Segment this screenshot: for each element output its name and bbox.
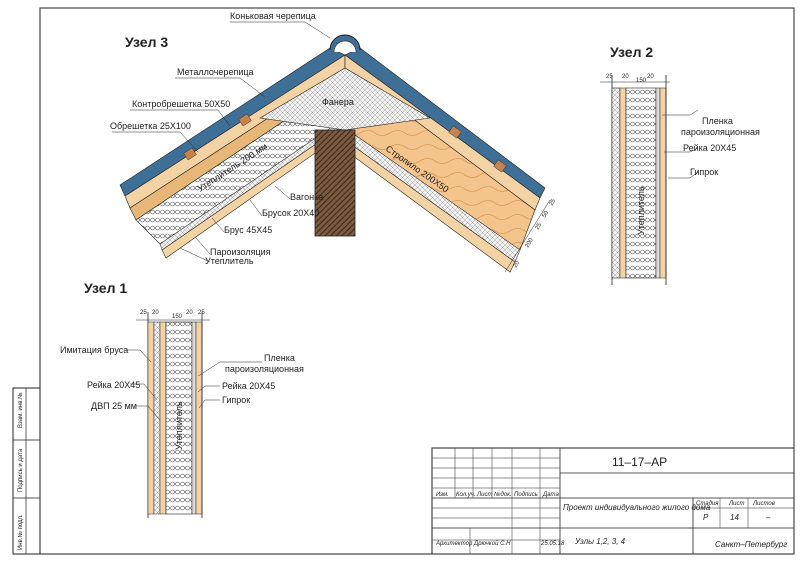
node2-label-rail: Рейка 20Х45 <box>683 143 736 153</box>
node3-dim-2: 50 <box>542 210 551 219</box>
node1-title: Узел 1 <box>84 280 127 296</box>
tb-city: Санкт–Петербург <box>715 540 787 549</box>
node2-label-insulation: Утеплитель <box>636 186 646 235</box>
tb-header-koluch: Кол.уч. <box>456 492 476 498</box>
tb-author: Дрючкой С.Н <box>473 540 511 547</box>
tb-date: 25.05.18 <box>540 541 565 547</box>
node2-dim-3: 150 <box>636 78 647 84</box>
title-block-text: 11–17–АР Изм. Кол.уч. Лист №док. Подпись… <box>435 455 787 549</box>
side-stamp-inv: Инв.№ подл. <box>17 514 24 550</box>
node3-label-vagonka: Вагонка <box>290 192 323 202</box>
node1-label-film-2: пароизоляционная <box>225 364 304 374</box>
node1-dim-4: 20 <box>186 310 193 316</box>
node1-dim-3: 150 <box>172 314 183 320</box>
node3-dim-4: 200 <box>525 237 536 249</box>
node1-insulation <box>165 321 193 515</box>
tb-header-izm: Изм. <box>436 492 449 498</box>
node3-dim-3: 25 <box>535 222 544 231</box>
tb-sheet: 14 <box>730 513 739 522</box>
node1-label-rail-right: Рейка 20Х45 <box>222 381 275 391</box>
node3-dim-1: 25 <box>549 198 558 207</box>
tb-sheet-header: Лист <box>728 501 744 507</box>
side-stamp <box>12 387 41 555</box>
node3-label-batten: Обрешетка 25Х100 <box>110 121 191 131</box>
tb-stage: Р <box>703 513 709 522</box>
node3-label-bar-20x40: Брусок 20Х40 <box>262 208 319 218</box>
node3-label-insulation: Утеплитель <box>205 256 254 266</box>
tb-header-date: Дата <box>542 492 559 498</box>
tb-sheets: – <box>765 513 771 522</box>
node2-dim-2: 20 <box>622 74 629 80</box>
side-stamp-replace: Взам. инв.№ <box>17 392 24 428</box>
sheet-border <box>39 7 795 555</box>
node1-label-rail-left: Рейка 20Х45 <box>87 380 140 390</box>
node3-label-counter-batten: Контробрешетка 50Х50 <box>132 99 230 109</box>
node2-insulation <box>625 87 657 279</box>
node3-center-post <box>314 129 356 237</box>
node1-label-gyprock: Гипрок <box>222 395 250 405</box>
tb-project: Проект индивидуального жилого дома <box>563 503 711 512</box>
node3-label-fanera: Фанера <box>322 97 354 107</box>
tb-sheets-header: Листов <box>752 501 775 507</box>
node2-wall-detail: Узел 2 Утеплитель 25 20 150 20 Пленка па… <box>600 44 760 285</box>
tb-content: Узлы 1,2, 3, 4 <box>574 537 626 546</box>
node1-dim-5: 25 <box>198 310 205 316</box>
node3-label-bar-45x45: Брус 45Х45 <box>224 225 272 235</box>
node1-wall-detail: Узел 1 Утеплитель 25 20 150 20 25 Имитац… <box>60 280 304 518</box>
node3-fanera <box>259 67 431 131</box>
node1-dim-1: 25 <box>140 310 147 316</box>
node1-label-film-1: Пленка <box>264 353 295 363</box>
tb-stage-header: Стадия <box>696 501 719 507</box>
node3-dim-5: 20 <box>513 260 522 269</box>
node1-dim-2: 20 <box>152 310 159 316</box>
tb-code: 11–17–АР <box>612 455 667 469</box>
node2-dim-4: 20 <box>647 74 654 80</box>
node2-title: Узел 2 <box>610 44 653 60</box>
title-block <box>431 447 795 555</box>
node1-label-insulation: Утеплитель <box>174 401 184 450</box>
tb-role: Архитектор <box>435 541 473 547</box>
tb-header-ndok: №док. <box>494 491 512 498</box>
node2-label-film-1: Пленка <box>702 116 733 126</box>
tb-header-sign: Подпись <box>514 492 538 498</box>
node3-label-metal-tile: Металлочерепица <box>177 67 254 77</box>
node1-label-imitation: Имитация бруса <box>60 345 128 355</box>
node1-label-dvp: ДВП 25 мм <box>91 401 137 411</box>
node3-label-vapor: Пароизоляция <box>210 247 271 257</box>
node3-label-ridge-tile: Коньковая черепица <box>230 11 316 21</box>
node3-roof-detail: Узел 3 Коньковая черепица Металлочерепиц… <box>110 11 558 273</box>
node2-label-film-2: пароизоляционная <box>681 127 760 137</box>
node2-dim-1: 25 <box>606 74 613 80</box>
node2-label-gyprock: Гипрок <box>690 167 718 177</box>
node3-title: Узел 3 <box>125 34 168 50</box>
side-stamp-sign: Подпись и дата <box>18 448 24 492</box>
tb-header-list: Лист <box>476 492 492 498</box>
